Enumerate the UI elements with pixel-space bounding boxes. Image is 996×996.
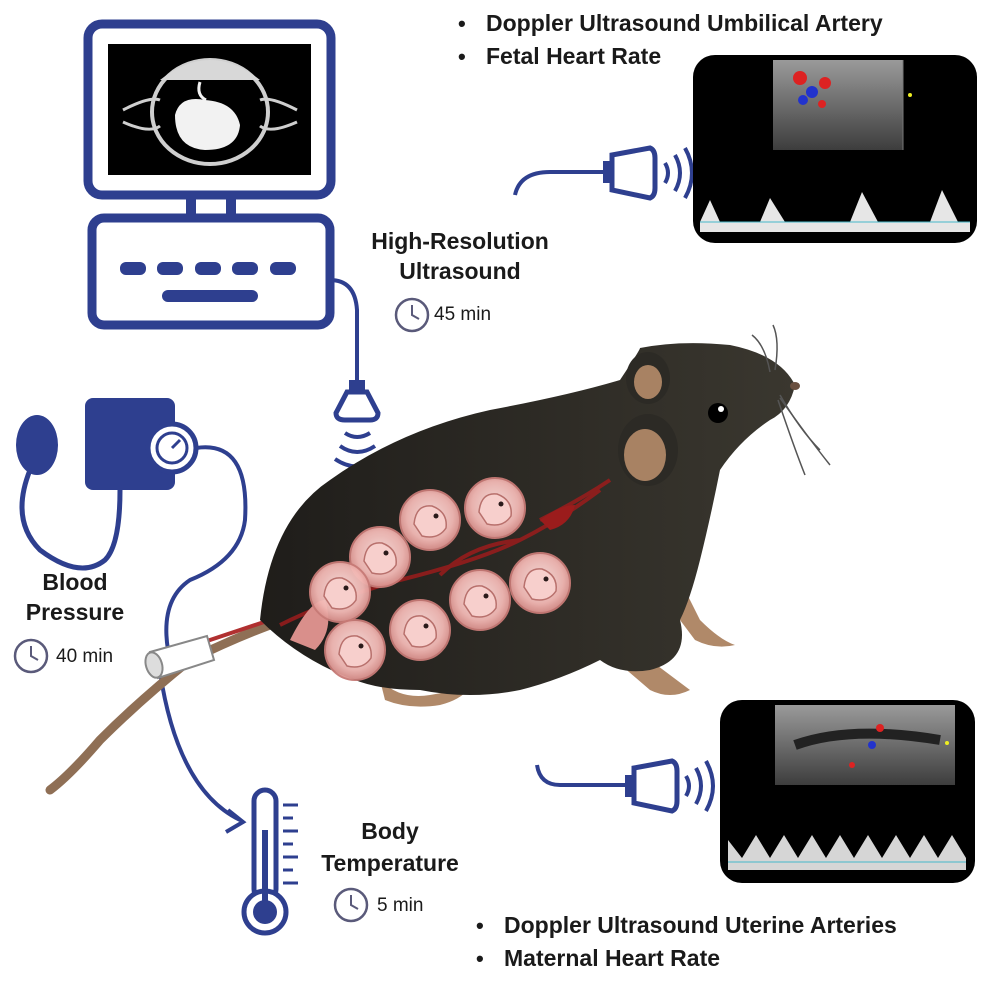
- ultrasound-machine-icon: [83, 19, 382, 469]
- tail-cuff-icon: [144, 634, 216, 680]
- body-temperature-duration: 5 min: [377, 895, 424, 916]
- gestational-sac: [349, 526, 411, 588]
- gestational-sac: [449, 569, 511, 631]
- clock-icon-ultrasound: [394, 297, 430, 333]
- blood-pressure-title: Blood Pressure: [25, 569, 125, 625]
- body-temperature-title: Body Temperature: [321, 818, 459, 876]
- uterine-doppler-scan-image: [720, 700, 975, 883]
- pregnant-mouse-illustration: [45, 324, 831, 795]
- uterine-measurements-list: •Doppler Ultrasound Uterine Arteries •Ma…: [476, 912, 897, 978]
- ultrasound-title: High-Resolution Ultrasound: [371, 228, 549, 284]
- list-item: •Maternal Heart Rate: [476, 945, 721, 971]
- gestational-sac: [399, 489, 461, 551]
- umbilical-probe-icon: [513, 145, 694, 201]
- umbilical-measurements-list: •Doppler Ultrasound Umbilical Artery •Fe…: [458, 10, 883, 76]
- blood-pressure-cuff-icon: [16, 398, 248, 651]
- gestational-sac: [464, 477, 526, 539]
- gestational-sac: [509, 552, 571, 614]
- gestational-sac: [324, 619, 386, 681]
- monitor-fetus-image: [122, 58, 298, 166]
- list-item: •Doppler Ultrasound Umbilical Artery: [458, 10, 883, 36]
- clock-icon-blood-pressure: [13, 638, 49, 674]
- list-item: •Doppler Ultrasound Uterine Arteries: [476, 912, 897, 938]
- thermometer-icon: [158, 671, 298, 936]
- uterine-probe-icon: [535, 758, 715, 814]
- blood-pressure-duration: 40 min: [56, 646, 114, 667]
- gestational-sac: [309, 561, 371, 623]
- list-item: •Fetal Heart Rate: [458, 43, 662, 69]
- ultrasound-duration: 45 min: [434, 304, 492, 325]
- clock-icon-temperature: [333, 887, 369, 923]
- gestational-sac: [389, 599, 451, 661]
- umbilical-doppler-scan-image: [693, 55, 977, 243]
